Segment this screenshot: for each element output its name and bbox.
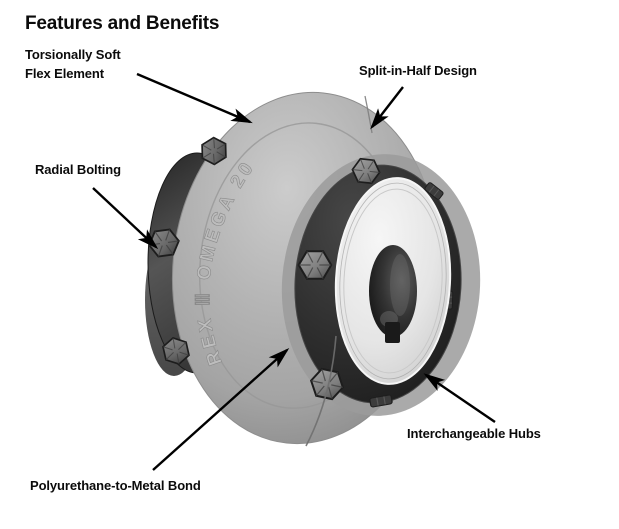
label-split-in-half-design: Split-in-Half Design <box>359 63 477 78</box>
callout-arrows <box>92 72 496 471</box>
label-torsionally-soft-flex-element: Torsionally Soft Flex Element <box>25 45 121 83</box>
arrow-interchangeable-hubs <box>423 373 496 423</box>
hub-bore <box>369 245 417 343</box>
radial-bolt <box>297 250 333 280</box>
page-title: Features and Benefits <box>25 13 220 34</box>
label-line: Flex Element <box>25 66 104 81</box>
arrow-split-in-half <box>370 86 404 130</box>
arrow-torsionally-soft <box>136 72 253 124</box>
label-radial-bolting: Radial Bolting <box>35 162 121 177</box>
arrow-radial-bolting <box>92 187 159 250</box>
label-interchangeable-hubs: Interchangeable Hubs <box>407 426 541 441</box>
split-seam-top <box>364 95 373 134</box>
coupling-photo: REX Ⅲ OMEGA 20 <box>145 91 481 447</box>
keyway-notch <box>385 322 400 343</box>
arrow-polyurethane-bond <box>152 347 290 471</box>
split-seam-bottom <box>305 335 337 447</box>
label-polyurethane-to-metal-bond: Polyurethane-to-Metal Bond <box>30 478 201 493</box>
label-line: Torsionally Soft <box>25 47 121 62</box>
